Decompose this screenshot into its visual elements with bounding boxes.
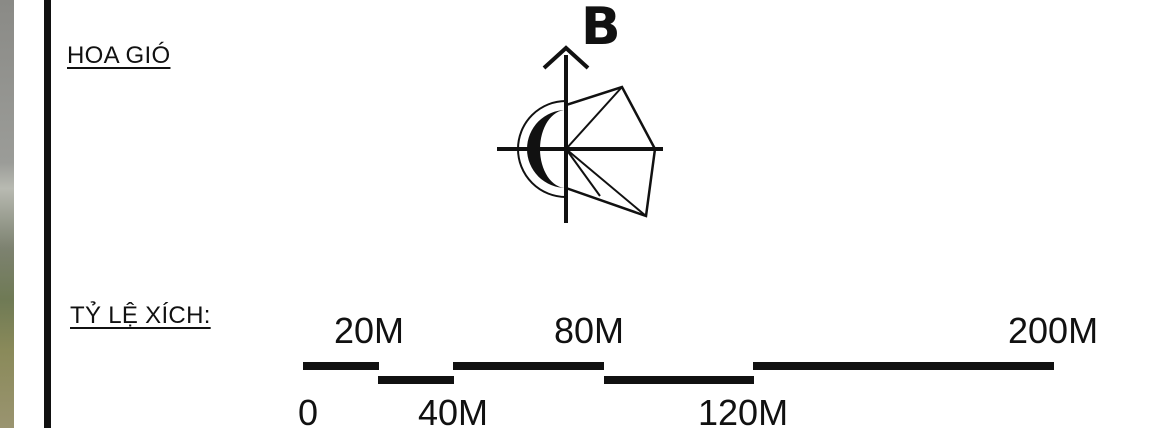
calm-crescent xyxy=(527,110,566,188)
scale-segment-5 xyxy=(753,362,1054,370)
scale-segment-4 xyxy=(604,376,754,384)
wind-rose-diagram xyxy=(497,45,663,223)
north-letter: B xyxy=(581,0,621,57)
scale-segment-1 xyxy=(303,362,379,370)
scale-segment-2 xyxy=(378,376,454,384)
scale-tick-label: 200M xyxy=(1008,310,1099,351)
scale-tick-label: 40M xyxy=(418,392,489,433)
scale-tick-label: 120M xyxy=(698,392,789,433)
scale-segment-3 xyxy=(453,362,604,370)
frame-divider xyxy=(44,0,51,428)
wind-polygon xyxy=(564,85,657,218)
north-arrow-icon xyxy=(542,45,590,70)
spoke-sse xyxy=(565,148,601,197)
scale-tick-label: 20M xyxy=(334,310,405,351)
calm-outer-arc xyxy=(517,100,567,198)
wind-rose-label: HOA GIÓ xyxy=(67,42,171,69)
scale-tick-label: 0 xyxy=(298,392,319,433)
spoke-ne xyxy=(565,86,623,150)
scale-tick-label: 80M xyxy=(554,310,625,351)
photo-edge xyxy=(0,0,14,428)
spoke-se xyxy=(565,148,647,217)
scale-label: TỶ LỆ XÍCH: xyxy=(70,302,211,329)
